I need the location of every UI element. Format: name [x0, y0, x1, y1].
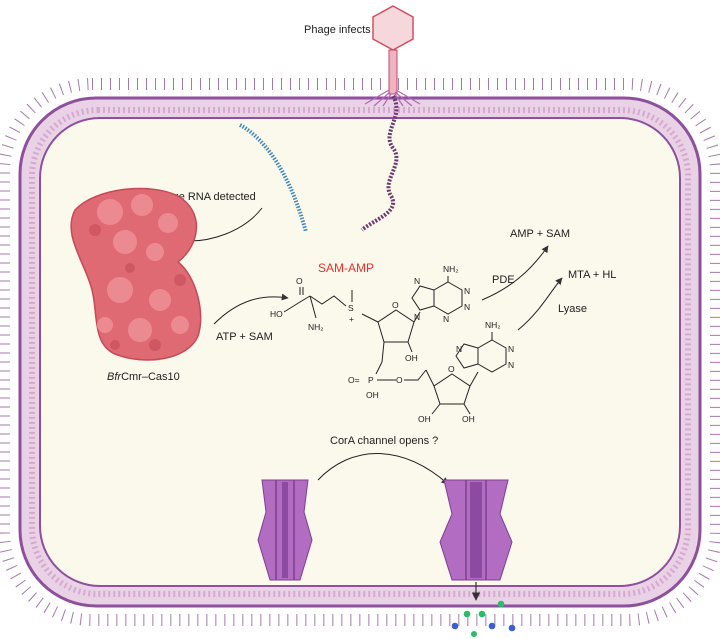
lyase-arrow	[517, 277, 563, 331]
amine-label: NH₂	[308, 322, 324, 332]
amp-sam-label: AMP + SAM	[510, 228, 570, 240]
purine-n-label: N	[464, 302, 470, 312]
ion-icon	[463, 610, 471, 618]
pde-label: PDE	[492, 274, 515, 286]
nh2-second-label: NH₂	[485, 320, 501, 330]
cytoplasm	[39, 117, 681, 587]
phosphate-oh-label: OH	[366, 390, 379, 400]
atp-sam-arrow	[213, 293, 289, 325]
ion-icon	[497, 600, 505, 608]
carboxyl-o-label: O	[296, 276, 303, 286]
ion-icon	[478, 610, 486, 618]
purine-n-label: N	[464, 286, 470, 296]
purine2-n-label: N	[456, 344, 462, 354]
ribose-oh-label: OH	[405, 353, 418, 363]
nh2-top-label: NH₂	[443, 264, 459, 274]
cora-opens-label: CorA channel opens ?	[330, 435, 438, 447]
ribose-o-label: O	[392, 300, 399, 310]
lyase-label: Lyase	[558, 303, 587, 315]
ions	[451, 600, 516, 637]
cas10-protein-complex: BfrCmr–Cas10	[70, 187, 202, 383]
ion-icon	[471, 631, 477, 637]
sam-amp-structure: NH₂ N N N N N O OH S + O HO NH₂ P O= OH …	[270, 264, 514, 424]
phosphate-oeq-label: O=	[348, 375, 360, 385]
cas10-complex-label: BfrCmr–Cas10	[107, 371, 180, 383]
phage-rna-icon	[239, 123, 308, 233]
phage-tail-icon	[388, 49, 398, 95]
purine-n-label: N	[443, 314, 449, 324]
purine2-n-label: N	[508, 344, 514, 354]
ribose2-oh-label: OH	[418, 414, 431, 424]
phage: Phage infects	[304, 5, 421, 232]
cora-opens-arrow	[317, 453, 449, 485]
phage-infects-label: Phage infects	[304, 24, 371, 36]
carboxyl-ho-label: HO	[270, 309, 283, 319]
ribose2-o-label: O	[448, 364, 455, 374]
mta-hl-label: MTA + HL	[568, 269, 616, 281]
ribose2-oh-label: OH	[462, 414, 475, 424]
phage-tail-fibers-icon	[364, 89, 421, 107]
cora-channel-open	[439, 479, 513, 581]
atp-sam-label: ATP + SAM	[216, 331, 273, 343]
ion-icon	[488, 622, 496, 630]
phage-head-icon	[372, 5, 414, 51]
ion-icon	[508, 624, 516, 632]
purine-n-label: N	[414, 276, 420, 286]
cora-channel-closed	[257, 479, 313, 581]
phosphate-o-label: O	[396, 375, 403, 385]
sulfonium-charge: +	[349, 314, 354, 324]
ion-icon	[451, 622, 459, 630]
purine2-n-label: N	[508, 360, 514, 370]
sulfonium-label: S	[348, 303, 354, 313]
sam-amp-label: SAM-AMP	[318, 261, 374, 275]
phosphate-label: P	[368, 375, 374, 385]
pde-arrow	[481, 245, 549, 301]
